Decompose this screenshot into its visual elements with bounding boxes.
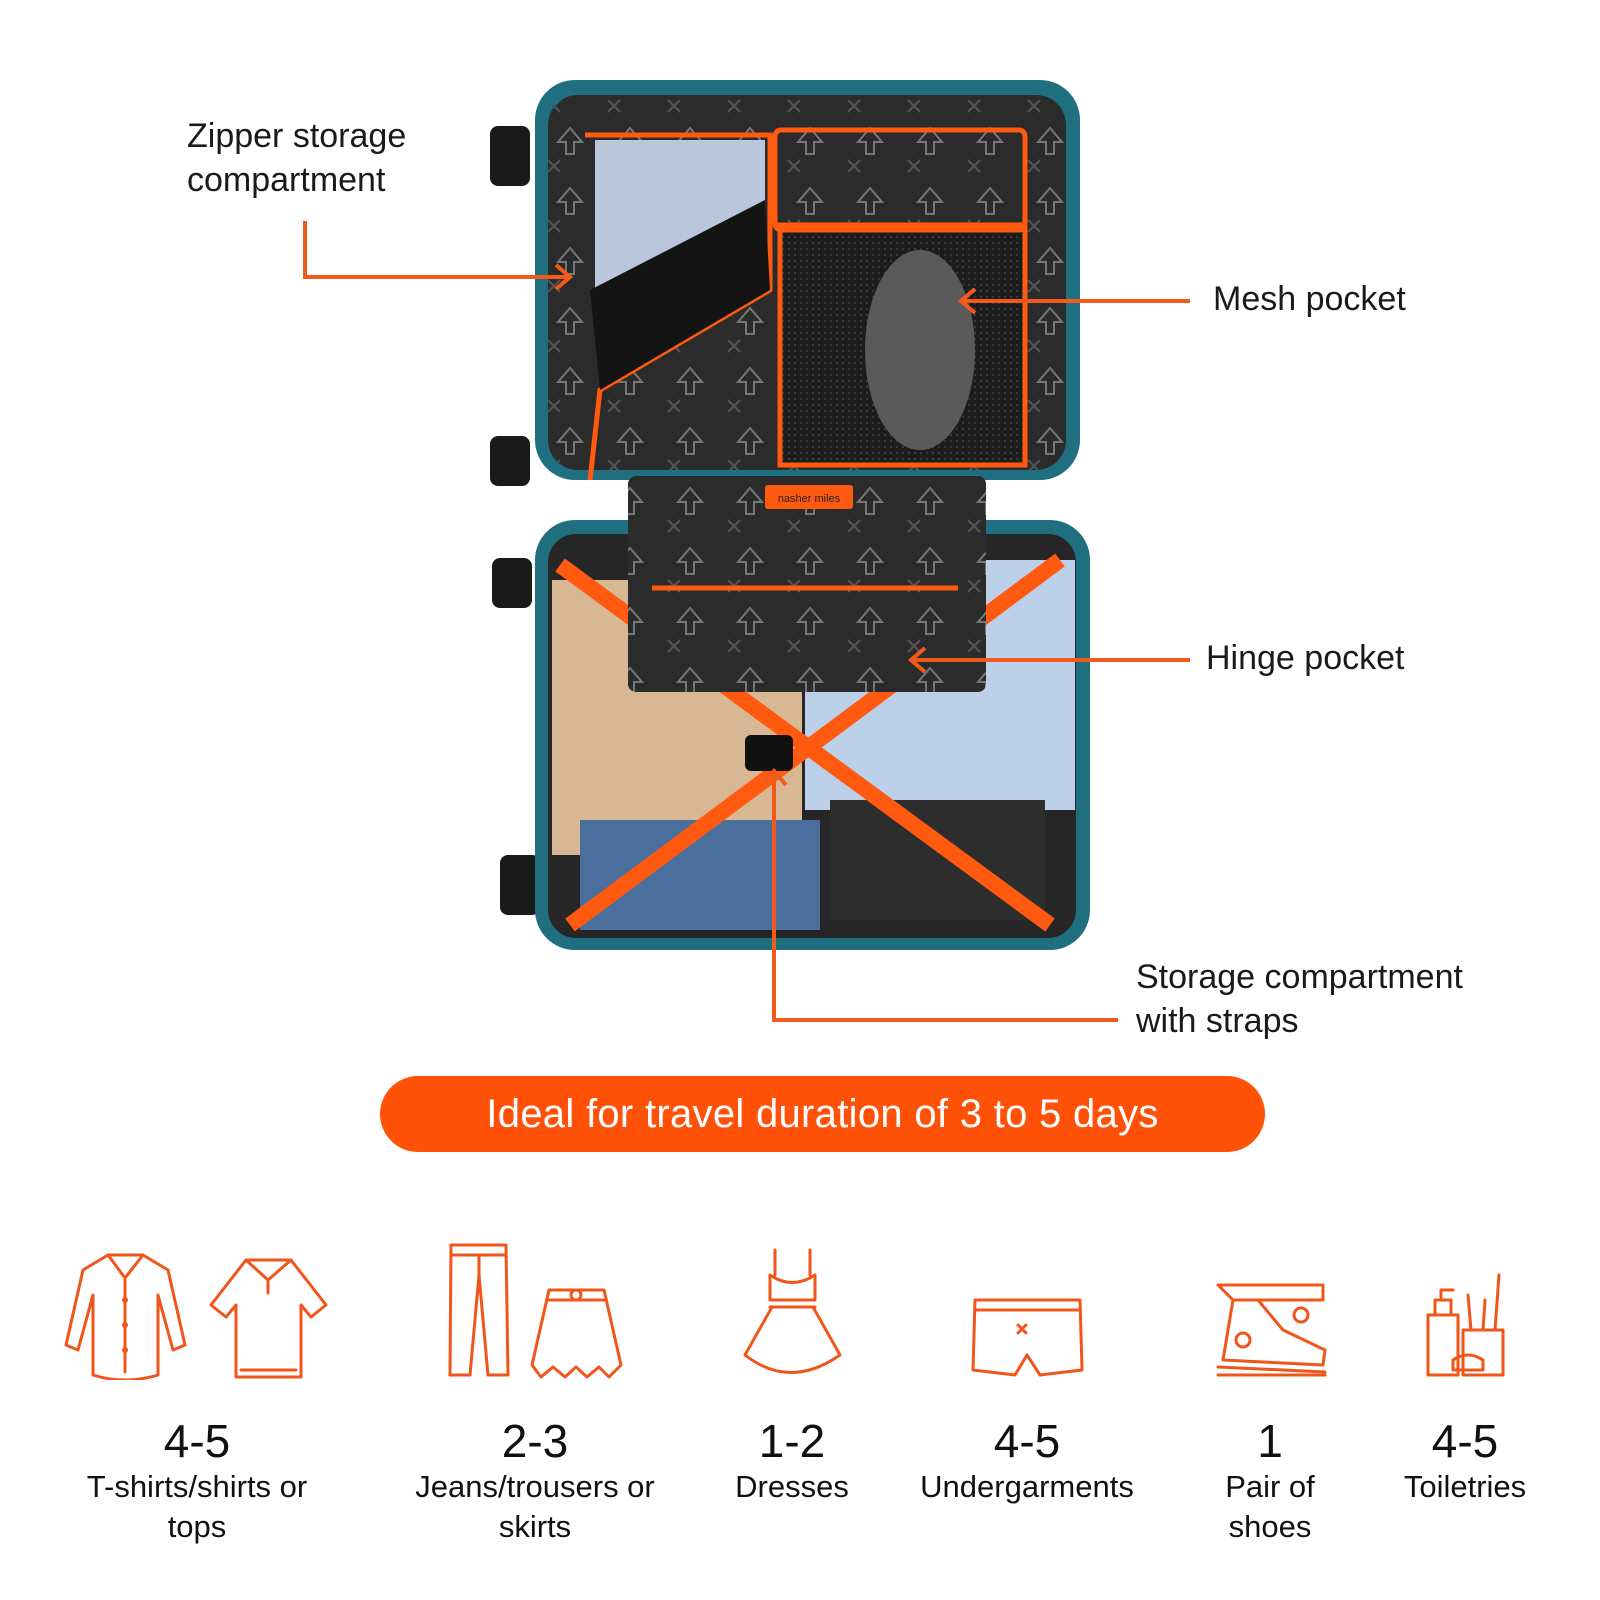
- dress-icon: [743, 1248, 841, 1374]
- item-tops: 4-5 T-shirts/shirts or tops: [47, 1230, 347, 1546]
- callout-storage-straps: Storage compartment with straps: [1136, 955, 1463, 1043]
- item-label: Jeans/trousers or: [415, 1469, 655, 1504]
- travel-duration-banner: Ideal for travel duration of 3 to 5 days: [380, 1076, 1265, 1152]
- item-toiletries: 4-5 Toiletries: [1315, 1230, 1600, 1506]
- item-shoes: 1 Pair of shoes: [1120, 1230, 1420, 1546]
- item-label-2: shoes: [1228, 1509, 1312, 1544]
- callout-zipper-line2: compartment: [187, 161, 386, 199]
- brand-label: nasher miles: [778, 493, 841, 505]
- polo-tshirt-icon: [209, 1258, 328, 1379]
- item-label-2: skirts: [498, 1509, 572, 1544]
- buckle: [745, 735, 793, 771]
- item-count: 1: [1257, 1415, 1283, 1467]
- callout-lines: [303, 221, 1190, 1022]
- skirt-icon: [530, 1288, 623, 1379]
- item-bottoms: 2-3 Jeans/trousers or skirts: [385, 1230, 685, 1546]
- item-count: 4-5: [993, 1415, 1061, 1467]
- item-count: 4-5: [1431, 1415, 1499, 1467]
- item-count: 1-2: [758, 1415, 826, 1467]
- item-count: 4-5: [163, 1415, 231, 1467]
- shorts-icon: [971, 1298, 1083, 1377]
- item-label: Undergarments: [920, 1469, 1134, 1504]
- item-label-2: tops: [167, 1509, 227, 1544]
- item-label: Pair of: [1225, 1469, 1315, 1504]
- item-dresses: 1-2 Dresses: [642, 1230, 942, 1506]
- callout-hinge-pocket: Hinge pocket: [1206, 639, 1405, 677]
- item-label: T-shirts/shirts or: [86, 1469, 308, 1504]
- item-label: Toiletries: [1403, 1469, 1527, 1504]
- callout-mesh-pocket: Mesh pocket: [1213, 280, 1406, 318]
- wheels: [490, 126, 540, 915]
- hinge-pocket: [628, 476, 986, 692]
- sneaker-icon: [1216, 1283, 1326, 1377]
- open-suitcase-illustration: nasher miles: [303, 80, 1190, 1022]
- callout-zipper-storage: Zipper storage compartment: [187, 114, 406, 202]
- item-label: Dresses: [735, 1469, 849, 1504]
- toiletries-icon: [1426, 1273, 1504, 1377]
- trousers-icon: [448, 1243, 510, 1377]
- callout-straps-line1: Storage compartment: [1136, 958, 1463, 996]
- callout-straps-line2: with straps: [1136, 1002, 1299, 1040]
- callout-zipper-line1: Zipper storage: [187, 117, 407, 155]
- item-undergarments: 4-5 Undergarments: [877, 1230, 1177, 1506]
- item-count: 2-3: [501, 1415, 569, 1467]
- shirt-icon: [64, 1253, 187, 1380]
